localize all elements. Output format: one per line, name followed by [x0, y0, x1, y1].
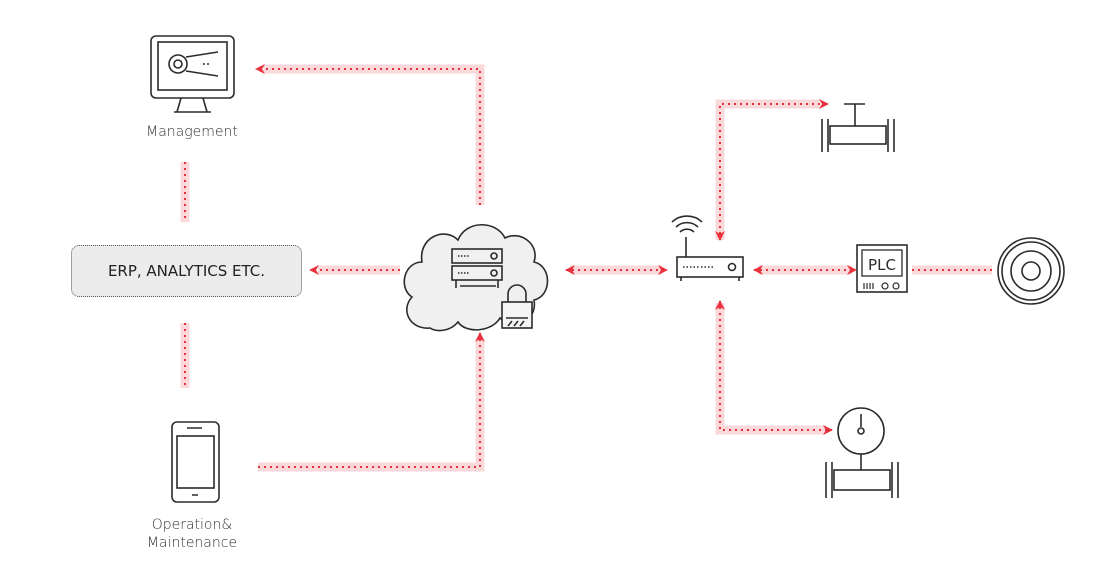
operation-label-line1: Operation&	[151, 517, 233, 533]
arrow-router-gauge	[715, 300, 833, 435]
valve-icon	[821, 103, 895, 152]
operation-label-line2: Maintenance	[146, 535, 238, 551]
operation-label: Operation& Maintenance	[112, 516, 272, 552]
gear-motor-icon	[997, 237, 1065, 305]
erp-label: ERP, ANALYTICS ETC.	[107, 262, 266, 280]
plc-label: PLC	[868, 256, 896, 274]
wifi-router-icon	[671, 215, 744, 281]
monitor-gear-icon	[150, 35, 235, 113]
erp-analytics-box: ERP, ANALYTICS ETC.	[71, 245, 302, 297]
arrow-router-valve	[715, 99, 829, 241]
smartphone-icon	[171, 421, 220, 503]
band-operation-cloud	[258, 340, 485, 472]
band-cloud-management	[263, 64, 485, 205]
cloud-server-lock-icon	[403, 224, 549, 332]
arrow-to-management	[255, 64, 481, 205]
band-router-gauge	[715, 303, 826, 435]
pressure-gauge-icon	[825, 407, 899, 498]
band-router-valve	[715, 99, 820, 240]
arrow-to-cloud	[258, 332, 485, 468]
connector-lines	[184, 64, 992, 468]
plc-icon: PLC	[856, 244, 908, 293]
management-label: Management	[146, 124, 238, 140]
